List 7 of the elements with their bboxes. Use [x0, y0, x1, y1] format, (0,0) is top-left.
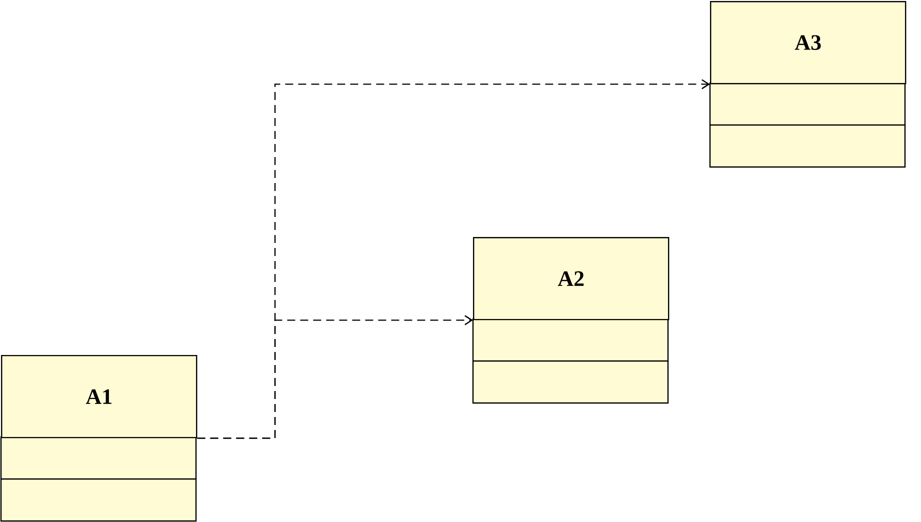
class-box: A3	[709, 1, 906, 168]
node-label: A1	[86, 389, 112, 404]
node-label: A3	[794, 35, 821, 50]
class-box: A1	[0, 354, 198, 522]
arrow	[197, 79, 710, 439]
node-label: A2	[558, 271, 584, 286]
class-box: A2	[472, 236, 670, 404]
